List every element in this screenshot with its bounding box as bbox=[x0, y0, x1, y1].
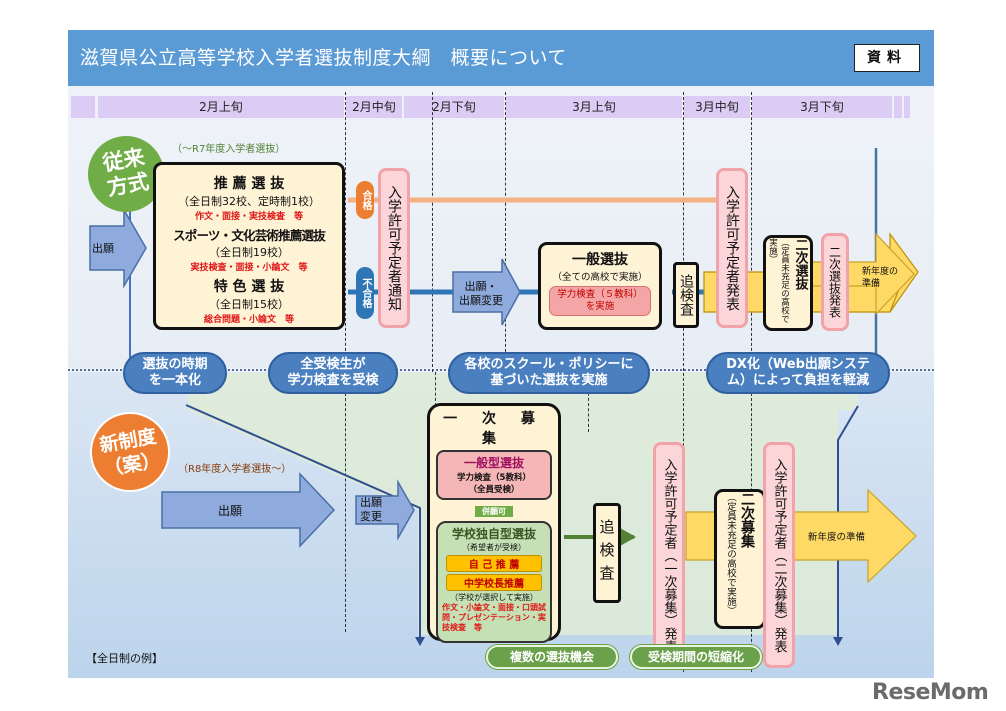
first-recruitment-box: 一 次 募 集 一般型選抜 学力検査（5教科） （全員受検） 併願可 学校独自型… bbox=[427, 403, 561, 643]
divider-new-1 bbox=[435, 372, 436, 432]
selection-methods: 総合問題・小論文 等 bbox=[203, 315, 294, 325]
old-general-box: 一般選抜 （全ての高校で実施） 学力検査（５教科） を実施 bbox=[538, 242, 662, 330]
selection-name: スポーツ・文化芸術推薦選抜 bbox=[173, 228, 326, 243]
resemom-watermark: ReseMom bbox=[872, 680, 989, 705]
connector-right bbox=[837, 405, 859, 642]
selection-scope: （全日制32校、定時制1校） bbox=[178, 195, 320, 208]
selection-methods: 実技検査・面接・小論文 等 bbox=[190, 263, 308, 273]
general-title: 一般選抜 bbox=[572, 252, 628, 268]
school-type-box: 学校独自型選抜 （希望者が受検） 自 己 推 薦 中学校長推薦 （学校が選択して… bbox=[436, 521, 552, 643]
timeline-mid-feb: 2月中旬 bbox=[346, 96, 402, 118]
old-followup-box: 追検査 bbox=[673, 262, 699, 328]
new-announce2-pill: 入学許可予定者（二次募集）発表 bbox=[763, 442, 795, 668]
change-pill-dx: DX化（Web出願システ ム）によって負担を軽減 bbox=[706, 352, 890, 394]
old-notice-pill: 入学許可予定者通知 bbox=[378, 168, 410, 328]
old-reapply-arrow bbox=[452, 258, 521, 326]
selection-scope: （全日制19校） bbox=[209, 246, 289, 259]
full-time-example-note: 【全日制の例】 bbox=[86, 652, 163, 665]
general-type-test: 学力検査（5教科） bbox=[457, 473, 531, 483]
divider-early-mar bbox=[505, 92, 506, 372]
first-recruit-title: 一 次 募 集 bbox=[443, 411, 545, 447]
change-pill-unified-timing: 選抜の時期 を一本化 bbox=[123, 352, 227, 394]
general-type-box: 一般型選抜 学力検査（5教科） （全員受検） bbox=[436, 450, 552, 500]
school-type-note: （希望者が受検） bbox=[462, 543, 526, 552]
old-apply-label: 出願 bbox=[92, 242, 114, 255]
selection-methods: 作文・面接・実技検査 等 bbox=[194, 212, 303, 222]
new-apply-arrow bbox=[161, 472, 336, 548]
second-note: （定員未充足の高校で実施） bbox=[767, 238, 790, 323]
old-recommendation-box: 推 薦 選 抜 （全日制32校、定時制1校） 作文・面接・実技検査 等 スポーツ… bbox=[153, 162, 345, 330]
change-pill-all-take-test: 全受検生が 学力検査を受検 bbox=[268, 352, 398, 394]
new-second-title: 二次募集 bbox=[739, 492, 755, 548]
new-next-year-label: 新年度の準備 bbox=[808, 532, 866, 543]
page-title: 滋賀県公立高等学校入学者選抜制度大綱 概要について bbox=[80, 47, 567, 69]
slide: 滋賀県公立高等学校入学者選抜制度大綱 概要について 資料 2月上旬 2月中旬 2… bbox=[68, 30, 934, 678]
divider-late-feb bbox=[432, 92, 433, 372]
title-bar: 滋賀県公立高等学校入学者選抜制度大綱 概要について 資料 bbox=[68, 30, 934, 86]
school-type-title: 学校独自型選抜 bbox=[451, 527, 536, 541]
timeline-late-mar: 3月下旬 bbox=[752, 96, 892, 118]
timeline-pad bbox=[894, 96, 902, 118]
selection-scope: （全日制15校） bbox=[209, 298, 289, 311]
connector-left bbox=[185, 404, 421, 642]
change-pill-school-policy: 各校のスクール・ポリシーに 基づいた選抜を実施 bbox=[448, 352, 650, 394]
school-methods: 作文・小論文・面接・口頭試問・プレゼンテーション・実技検査 等 bbox=[442, 603, 546, 632]
benefit-shorter-period: 受検期間の短縮化 bbox=[630, 645, 762, 669]
timeline-early-mar: 3月上旬 bbox=[506, 96, 682, 118]
old-second-box: 二次選抜 （定員未充足の高校で実施） bbox=[763, 235, 813, 331]
timeline-mid-mar: 3月中旬 bbox=[684, 96, 750, 118]
timeline-pad bbox=[71, 96, 95, 118]
selection-name: 特 色 選 抜 bbox=[213, 279, 285, 295]
old-reapply-label: 出願・ 出願変更 bbox=[459, 280, 503, 307]
general-scope: （全ての高校で実施） bbox=[552, 272, 648, 283]
new-second-note: （定員未充足の高校で実施） bbox=[725, 492, 736, 616]
new-second-box: 二次募集 （定員未充足の高校で実施） bbox=[714, 489, 766, 629]
timeline-pad bbox=[904, 96, 910, 118]
school-choice-note: （学校が選択して実施） bbox=[450, 593, 538, 602]
divider-mid-mar bbox=[683, 92, 684, 672]
new-change-label: 出願 変更 bbox=[360, 496, 382, 523]
document-badge: 資料 bbox=[854, 44, 920, 72]
old-period-note: （～R7年度入学者選抜） bbox=[172, 144, 286, 155]
old-apply-arrow bbox=[89, 207, 147, 289]
selection-name: 推 薦 選 抜 bbox=[213, 176, 285, 192]
new-followup-box: 追検査 bbox=[593, 503, 621, 603]
option-principal-recommend: 中学校長推薦 bbox=[446, 574, 542, 591]
option-self-recommend: 自 己 推 薦 bbox=[446, 555, 542, 572]
divider-new-2 bbox=[588, 372, 589, 432]
pass-badge: 合格 bbox=[356, 181, 374, 219]
timeline-header: 2月上旬 2月中旬 2月下旬 3月上旬 3月中旬 3月下旬 bbox=[68, 96, 934, 118]
benefit-multiple-chances: 複数の選抜機会 bbox=[486, 645, 618, 669]
old-next-year-label: 新年度の準備 bbox=[862, 267, 899, 289]
general-test: 学力検査（５教科） を実施 bbox=[549, 286, 651, 316]
new-change-arrow bbox=[355, 479, 415, 541]
old-announce-pill: 入学許可予定者発表 bbox=[716, 168, 748, 328]
second-title: 二次選抜 bbox=[792, 238, 808, 290]
general-type-note: （全員受検） bbox=[468, 485, 520, 495]
timeline-late-feb: 2月下旬 bbox=[404, 96, 504, 118]
fail-badge: 不合格 bbox=[356, 267, 374, 319]
new-announce1-pill: 入学許可予定者（一次募集）発表 bbox=[653, 442, 685, 668]
timeline-early-feb: 2月上旬 bbox=[98, 96, 344, 118]
new-apply-label: 出願 bbox=[218, 504, 243, 518]
old-second-announce-pill: 二次選抜発表 bbox=[821, 233, 849, 331]
combined-label: 併願可 bbox=[475, 506, 513, 517]
new-period-note: （R8年度入学者選抜～） bbox=[178, 464, 292, 475]
general-type-title: 一般型選抜 bbox=[463, 456, 524, 470]
